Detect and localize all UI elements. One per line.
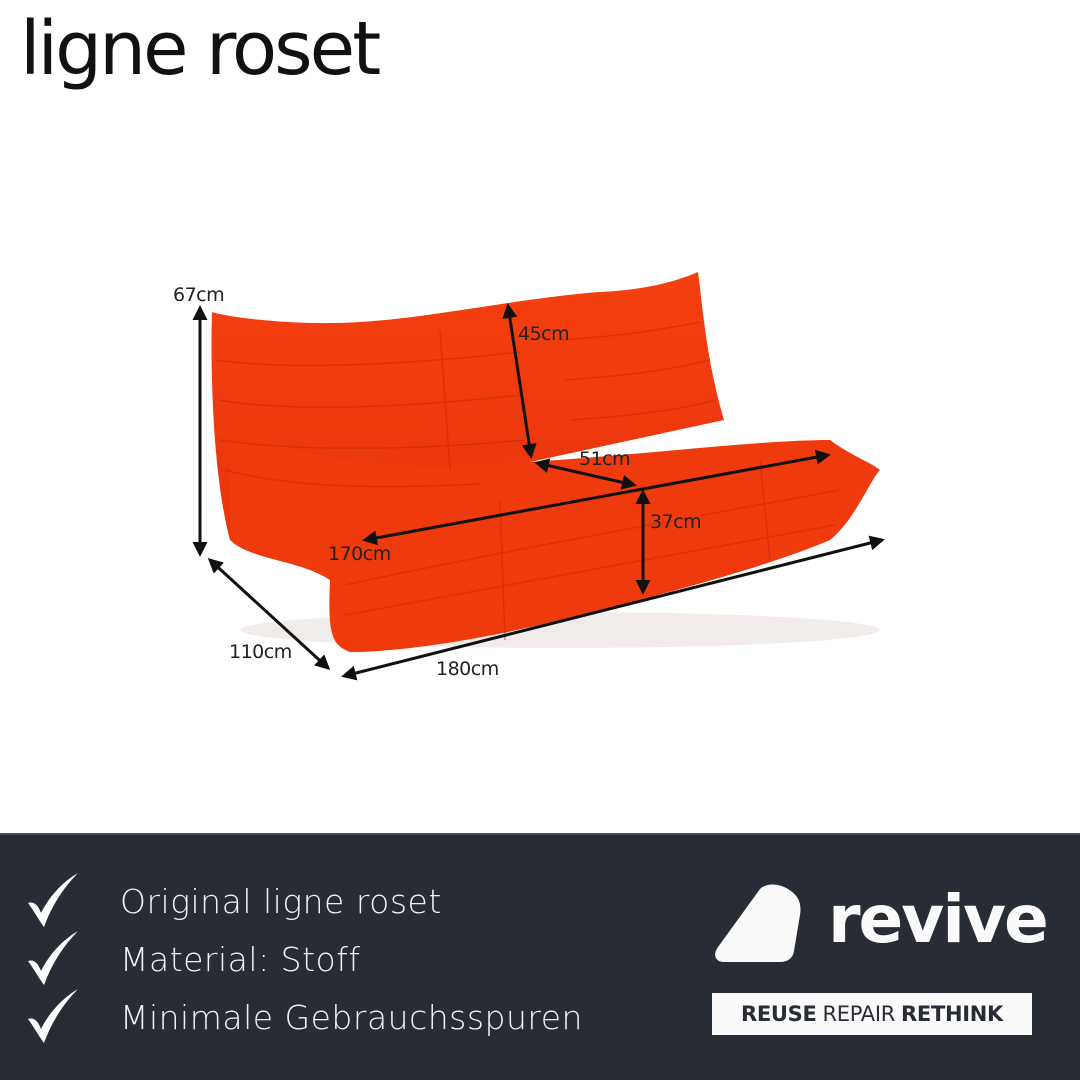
dimension-width-total: 180cm [436, 658, 499, 680]
feature-item: Original ligne roset [24, 873, 442, 929]
revive-slogan: REUSE REPAIR RETHINK [712, 993, 1032, 1035]
revive-shape-icon [715, 884, 801, 962]
revive-logo: revive [714, 880, 1049, 963]
checkmark-icon [28, 989, 78, 1043]
feature-item: Minimale Gebrauchsspuren [24, 989, 583, 1045]
dimension-seat-width: 170cm [328, 543, 391, 565]
sofa-illustration [192, 272, 885, 681]
product-image: 67cm 45cm 51cm 37cm 170cm 110cm 180cm [0, 120, 1080, 833]
revive-wordmark: revive [828, 880, 1049, 958]
slogan-repair: REPAIR [822, 1002, 896, 1026]
dimension-depth-total: 110cm [229, 641, 292, 663]
dimension-height-total: 67cm [173, 284, 225, 306]
dimension-seat-depth: 51cm [579, 448, 631, 470]
feature-item: Material: Stoff [24, 931, 360, 987]
feature-label: Material: Stoff [120, 939, 361, 979]
checkmark-icon [28, 931, 78, 985]
slogan-rethink: RETHINK [901, 1002, 1004, 1026]
info-footer: Original ligne roset Material: Stoff Min… [0, 833, 1080, 1080]
slogan-reuse: REUSE [740, 1002, 817, 1026]
checkmark-icon [28, 873, 78, 927]
dimension-seat-height: 37cm [650, 511, 702, 533]
feature-label: Minimale Gebrauchsspuren [120, 997, 583, 1037]
dimension-backrest-height: 45cm [518, 323, 570, 345]
brand-logo: ligne roset [20, 6, 381, 92]
feature-label: Original ligne roset [120, 881, 442, 921]
